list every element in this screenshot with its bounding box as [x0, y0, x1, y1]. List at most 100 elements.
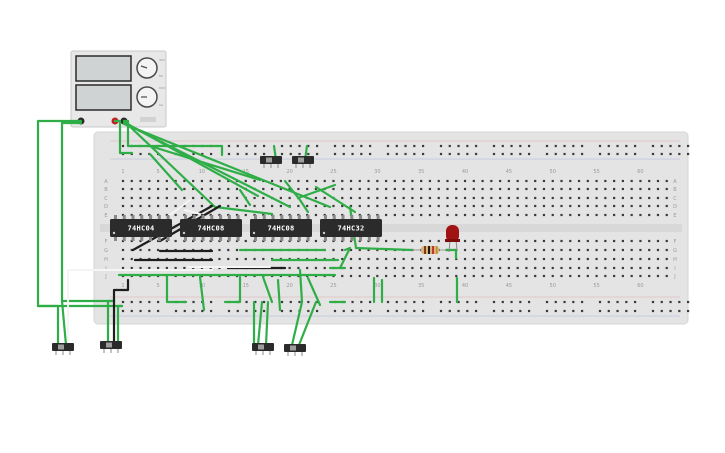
hole[interactable]	[235, 187, 239, 191]
hole[interactable]	[342, 152, 345, 156]
hole[interactable]	[607, 309, 610, 313]
hole[interactable]	[633, 144, 637, 148]
hole[interactable]	[525, 187, 528, 191]
hole[interactable]	[227, 187, 230, 191]
hole[interactable]	[367, 266, 370, 270]
hole[interactable]	[527, 152, 531, 156]
hole[interactable]	[525, 257, 528, 261]
wire[interactable]	[148, 144, 262, 182]
hole[interactable]	[306, 187, 309, 191]
hole[interactable]	[420, 257, 423, 261]
hole[interactable]	[481, 179, 484, 183]
wire[interactable]	[296, 183, 337, 200]
hole[interactable]	[279, 187, 282, 191]
hole[interactable]	[595, 213, 598, 217]
hole[interactable]	[472, 213, 475, 217]
hole[interactable]	[358, 204, 361, 208]
hole[interactable]	[439, 144, 443, 148]
hole[interactable]	[174, 187, 177, 191]
hole[interactable]	[421, 152, 425, 156]
hole[interactable]	[148, 300, 151, 304]
hole[interactable]	[411, 239, 414, 243]
slide-switch[interactable]	[52, 343, 74, 355]
hole[interactable]	[665, 274, 668, 278]
hole[interactable]	[607, 152, 610, 156]
hole[interactable]	[569, 187, 572, 191]
hole[interactable]	[621, 196, 624, 200]
hole[interactable]	[534, 187, 537, 191]
hole[interactable]	[315, 152, 319, 156]
hole[interactable]	[139, 266, 142, 270]
hole[interactable]	[395, 300, 398, 304]
hole[interactable]	[244, 239, 247, 243]
hole[interactable]	[534, 274, 537, 278]
hole[interactable]	[519, 300, 522, 304]
hole[interactable]	[656, 239, 660, 243]
hole[interactable]	[413, 300, 416, 304]
hole[interactable]	[499, 266, 502, 270]
hole[interactable]	[368, 309, 372, 313]
hole[interactable]	[595, 257, 598, 261]
hole[interactable]	[367, 187, 370, 191]
hole[interactable]	[598, 300, 602, 304]
hole[interactable]	[270, 187, 274, 191]
hole[interactable]	[411, 179, 414, 183]
hole[interactable]	[534, 204, 537, 208]
hole[interactable]	[630, 257, 633, 261]
hole[interactable]	[148, 309, 151, 313]
hole[interactable]	[279, 196, 282, 200]
hole[interactable]	[174, 266, 177, 270]
hole[interactable]	[639, 196, 642, 200]
hole[interactable]	[227, 248, 230, 252]
hole[interactable]	[420, 239, 423, 243]
hole[interactable]	[616, 300, 619, 304]
hole[interactable]	[307, 144, 310, 148]
hole[interactable]	[474, 300, 478, 304]
hole[interactable]	[448, 152, 451, 156]
hole[interactable]	[358, 274, 361, 278]
hole[interactable]	[349, 179, 353, 183]
hole[interactable]	[288, 187, 291, 191]
hole[interactable]	[604, 274, 607, 278]
hole[interactable]	[554, 300, 557, 304]
hole[interactable]	[393, 196, 396, 200]
hole[interactable]	[577, 266, 581, 270]
hole[interactable]	[613, 274, 616, 278]
hole[interactable]	[428, 274, 432, 278]
hole[interactable]	[139, 152, 142, 156]
hole[interactable]	[551, 213, 554, 217]
hole[interactable]	[385, 213, 388, 217]
hole[interactable]	[577, 274, 581, 278]
hole[interactable]	[625, 144, 628, 148]
hole[interactable]	[569, 239, 572, 243]
hole[interactable]	[595, 248, 598, 252]
hole[interactable]	[507, 239, 510, 243]
hole[interactable]	[613, 248, 616, 252]
hole[interactable]	[560, 213, 563, 217]
hole[interactable]	[395, 152, 398, 156]
hole[interactable]	[393, 204, 396, 208]
hole[interactable]	[577, 204, 581, 208]
hole[interactable]	[648, 266, 651, 270]
hole[interactable]	[446, 257, 449, 261]
hole[interactable]	[678, 144, 681, 148]
hole[interactable]	[349, 196, 353, 200]
hole[interactable]	[586, 204, 589, 208]
hole[interactable]	[569, 213, 572, 217]
hole[interactable]	[551, 179, 554, 183]
hole[interactable]	[360, 152, 363, 156]
hole[interactable]	[288, 266, 291, 270]
hole[interactable]	[244, 213, 247, 217]
hole[interactable]	[209, 309, 213, 313]
hole[interactable]	[298, 144, 301, 148]
hole[interactable]	[262, 257, 265, 261]
hole[interactable]	[595, 196, 598, 200]
wire[interactable]	[169, 199, 191, 216]
hole[interactable]	[121, 257, 125, 261]
hole[interactable]	[580, 152, 584, 156]
hole[interactable]	[551, 274, 554, 278]
hole[interactable]	[560, 239, 563, 243]
hole[interactable]	[455, 204, 458, 208]
hole[interactable]	[507, 248, 510, 252]
hole[interactable]	[307, 152, 310, 156]
